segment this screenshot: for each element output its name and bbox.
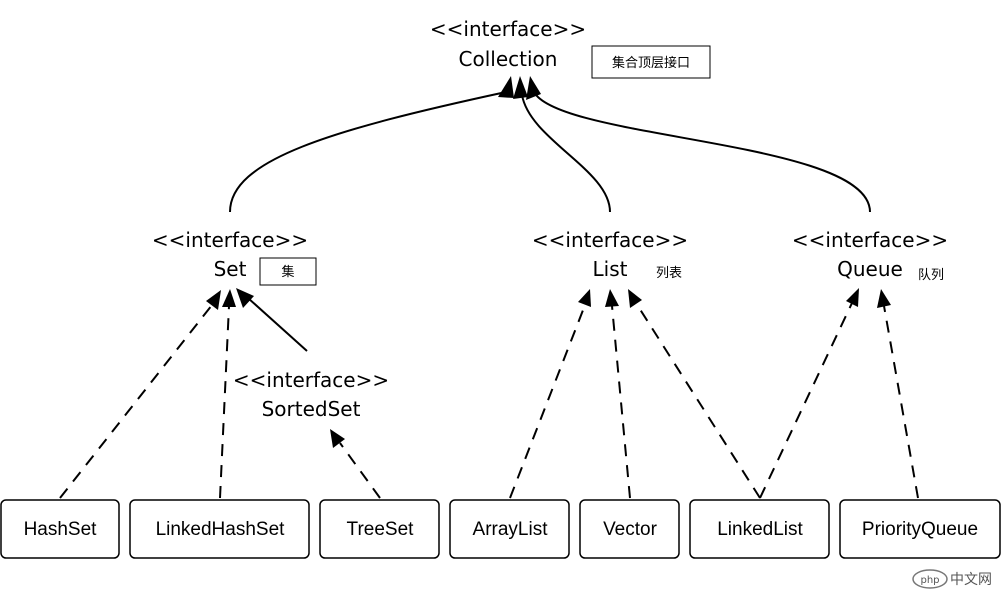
class-name: LinkedList xyxy=(717,519,803,540)
watermark-site-text: 中文网 xyxy=(950,572,992,588)
arrowhead-queue-from-priorityqueue xyxy=(877,289,891,308)
edge-vector-to-list xyxy=(611,305,631,499)
class-name: ArrayList xyxy=(473,519,549,540)
interface-set: <<interface>> Set xyxy=(152,228,308,281)
stereotype-label: <<interface>> xyxy=(532,228,688,252)
note-queue: 队列 xyxy=(918,268,944,283)
edge-priorityqueue-to-queue xyxy=(883,305,919,499)
edge-queue-to-collection xyxy=(533,91,871,213)
class-box-vector: Vector xyxy=(579,499,680,559)
edge-arraylist-to-list xyxy=(509,304,586,499)
class-box-arraylist: ArrayList xyxy=(449,499,570,559)
edge-treeset-to-sortedset xyxy=(339,442,381,499)
interface-list: <<interface>> List xyxy=(532,228,688,281)
watermark: php 中文网 xyxy=(912,569,992,589)
arrowhead-collection-2 xyxy=(513,76,528,99)
interface-sortedset: <<interface>> SortedSet xyxy=(233,368,389,421)
note-list: 列表 xyxy=(656,266,682,281)
arrowhead-collection-3 xyxy=(526,76,541,100)
class-name: PriorityQueue xyxy=(862,519,978,540)
edge-linkedlist-to-list xyxy=(635,302,761,499)
edge-linkedlist-to-queue xyxy=(759,302,853,499)
stereotype-label: <<interface>> xyxy=(792,228,948,252)
note-text: 集 xyxy=(281,264,294,280)
arrowhead-set-from-sortedset xyxy=(236,288,254,308)
interface-queue: <<interface>> Queue xyxy=(792,228,948,281)
interface-name: List xyxy=(593,257,628,281)
note-text: 集合顶层接口 xyxy=(612,55,690,71)
php-logo-text: php xyxy=(920,575,939,586)
note-collection: 集合顶层接口 xyxy=(591,45,711,79)
edge-list-to-collection xyxy=(521,94,611,213)
edge-hashset-to-set xyxy=(59,304,213,499)
interface-name: SortedSet xyxy=(262,397,361,421)
arrowhead-sortedset-from-treeset xyxy=(330,429,345,448)
arrowhead-list-from-arraylist xyxy=(578,289,591,307)
edge-sortedset-to-set xyxy=(247,297,308,352)
class-box-linkedhashset: LinkedHashSet xyxy=(129,499,310,559)
class-box-linkedlist: LinkedList xyxy=(689,499,830,559)
class-name: TreeSet xyxy=(347,519,415,540)
class-name: HashSet xyxy=(24,519,98,540)
class-name: LinkedHashSet xyxy=(156,519,286,540)
class-name: Vector xyxy=(603,519,658,540)
interface-name: Set xyxy=(214,257,247,281)
class-box-hashset: HashSet xyxy=(0,499,120,559)
arrowhead-set-from-linkedhashset xyxy=(222,289,236,307)
interface-name: Queue xyxy=(837,257,903,281)
arrowhead-list-from-vector xyxy=(605,289,619,307)
php-logo xyxy=(912,569,948,589)
stereotype-label: <<interface>> xyxy=(233,368,389,392)
stereotype-label: <<interface>> xyxy=(152,228,308,252)
edge-linkedhashset-to-set xyxy=(219,305,230,499)
note-set: 集 xyxy=(259,257,317,286)
arrowhead-list-from-linkedlist xyxy=(628,289,642,308)
interface-collection: <<interface>> Collection xyxy=(430,17,586,71)
arrowhead-queue-from-linkedlist xyxy=(846,288,859,307)
edge-set-to-collection xyxy=(229,91,507,213)
class-box-treeset: TreeSet xyxy=(319,499,440,559)
arrowhead-set-from-hashset xyxy=(206,290,221,310)
arrowhead-collection-1 xyxy=(498,76,514,98)
class-box-priorityqueue: PriorityQueue xyxy=(839,499,1001,559)
stereotype-label: <<interface>> xyxy=(430,17,586,41)
interface-name: Collection xyxy=(459,47,558,71)
